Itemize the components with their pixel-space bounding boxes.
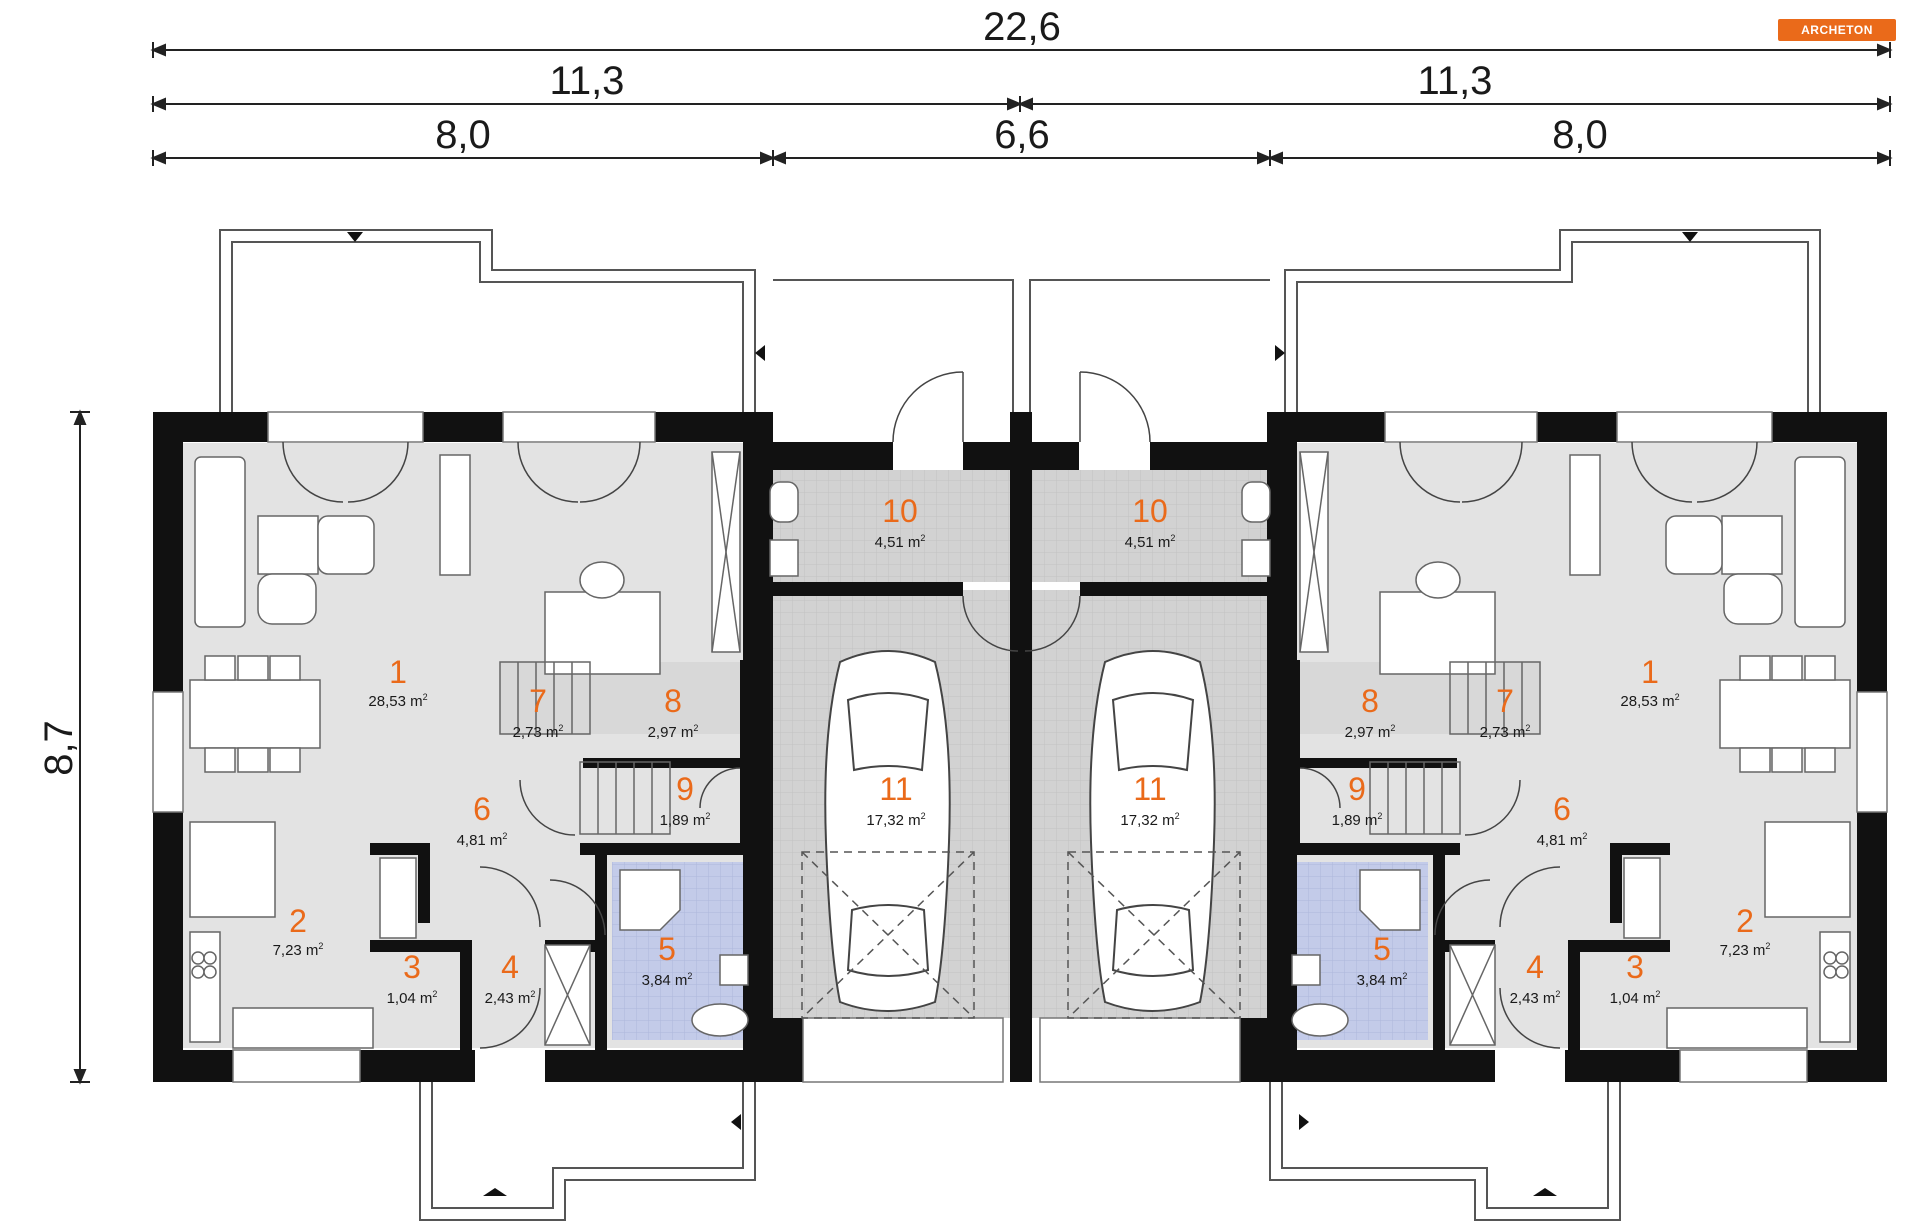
room-R9-area: 1,89 m2	[1332, 811, 1383, 829]
stairs	[499, 661, 1541, 835]
room-R1-area: 28,53 m2	[1620, 692, 1679, 710]
room-R2-area: 7,23 m2	[1720, 941, 1771, 959]
room-R8-number: 8	[1361, 683, 1379, 719]
room-L6-area: 4,81 m2	[457, 831, 508, 849]
car-left-icon	[824, 650, 951, 1012]
room-L1-area: 28,53 m2	[368, 692, 427, 710]
room-L9-number: 9	[676, 771, 694, 807]
room-R5-number: 5	[1373, 931, 1391, 967]
room-R7-area: 2,73 m2	[1480, 723, 1531, 741]
room-R6-area: 4,81 m2	[1537, 831, 1588, 849]
room-L11-number: 11	[879, 771, 912, 807]
dim-segment-left: 8,0	[435, 113, 491, 157]
dim-segment-right: 8,0	[1552, 113, 1608, 157]
room-R6-number: 6	[1553, 791, 1571, 827]
room-R8-area: 2,97 m2	[1345, 723, 1396, 741]
cars	[824, 650, 1216, 1012]
room-L2-number: 2	[289, 903, 307, 939]
room-L5-area: 3,84 m2	[642, 971, 693, 989]
dim-half-left: 11,3	[550, 59, 625, 103]
room-L8-area: 2,97 m2	[648, 723, 699, 741]
room-R4-number: 4	[1526, 949, 1544, 985]
room-L4-area: 2,43 m2	[485, 989, 536, 1007]
car-right-icon	[1089, 650, 1216, 1012]
room-R10-number: 10	[1132, 493, 1168, 529]
archeton-logo: ARCHETON	[1778, 19, 1896, 41]
door-swings	[282, 371, 1758, 1049]
room-L4-number: 4	[501, 949, 519, 985]
room-labels: 1 28,53 m2 2 7,23 m2 3 1,04 m2 4 2,43 m2…	[273, 493, 1771, 1007]
room-L5-number: 5	[658, 931, 676, 967]
logo-text: ARCHETON	[1801, 23, 1873, 37]
room-L9-area: 1,89 m2	[660, 811, 711, 829]
room-R5-area: 3,84 m2	[1357, 971, 1408, 989]
dim-total-width: 22,6	[983, 5, 1061, 49]
room-L2-area: 7,23 m2	[273, 941, 324, 959]
room-L1-number: 1	[389, 654, 407, 690]
room-L7-area: 2,73 m2	[513, 723, 564, 741]
garage-door-traces	[801, 851, 1241, 1019]
entrance-arrows	[347, 232, 1698, 1196]
room-L6-number: 6	[473, 791, 491, 827]
room-R11-area: 17,32 m2	[1120, 811, 1179, 829]
room-R11-number: 11	[1133, 771, 1166, 807]
room-R3-area: 1,04 m2	[1610, 989, 1661, 1007]
dim-depth: 8,7	[37, 720, 81, 776]
room-L3-area: 1,04 m2	[387, 989, 438, 1007]
room-L10-area: 4,51 m2	[875, 533, 926, 551]
terraces	[219, 229, 1821, 1221]
room-L8-number: 8	[664, 683, 682, 719]
room-L7-number: 7	[529, 683, 547, 719]
room-R9-number: 9	[1348, 771, 1366, 807]
dim-half-right: 11,3	[1418, 59, 1493, 103]
room-L11-area: 17,32 m2	[866, 811, 925, 829]
room-L10-number: 10	[882, 493, 918, 529]
room-R2-number: 2	[1736, 903, 1754, 939]
room-L3-number: 3	[403, 949, 421, 985]
room-R10-area: 4,51 m2	[1125, 533, 1176, 551]
room-R4-area: 2,43 m2	[1510, 989, 1561, 1007]
room-R1-number: 1	[1641, 654, 1659, 690]
dim-segment-center: 6,6	[994, 113, 1050, 157]
dimension-lines	[70, 42, 1893, 1085]
room-R3-number: 3	[1626, 949, 1644, 985]
windows	[152, 411, 1888, 1083]
room-R7-number: 7	[1496, 683, 1514, 719]
furniture	[189, 451, 1851, 1049]
